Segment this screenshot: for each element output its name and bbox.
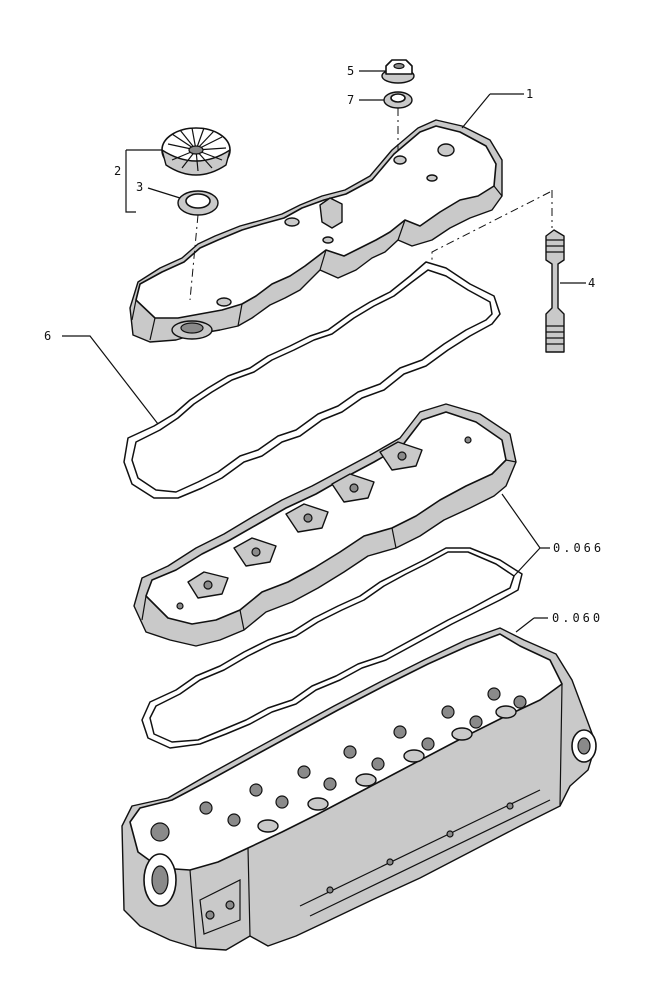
washer-seal bbox=[383, 91, 413, 109]
callout-2: 2 bbox=[114, 164, 121, 178]
valve-cover bbox=[129, 119, 503, 343]
stud-axis-line bbox=[431, 190, 553, 262]
leader-lines bbox=[62, 70, 586, 633]
housing-gasket bbox=[141, 547, 523, 749]
callout-cylinder-head: 0.060 bbox=[552, 611, 603, 625]
nut bbox=[381, 59, 415, 84]
stud bbox=[545, 229, 565, 353]
callout-4: 4 bbox=[588, 276, 595, 290]
cap-axis-line bbox=[189, 214, 199, 301]
callout-3: 3 bbox=[136, 180, 143, 194]
callout-6: 6 bbox=[44, 329, 51, 343]
rocker-housing bbox=[133, 403, 517, 647]
callout-1: 1 bbox=[526, 87, 533, 101]
callout-rocker-housing: 0.066 bbox=[553, 541, 604, 555]
cap-seal bbox=[177, 190, 219, 216]
callout-5: 5 bbox=[347, 64, 354, 78]
cylinder-head bbox=[121, 627, 597, 951]
oil-filler-cap bbox=[161, 127, 231, 176]
cover-gasket bbox=[123, 261, 501, 499]
callout-7: 7 bbox=[347, 93, 354, 107]
